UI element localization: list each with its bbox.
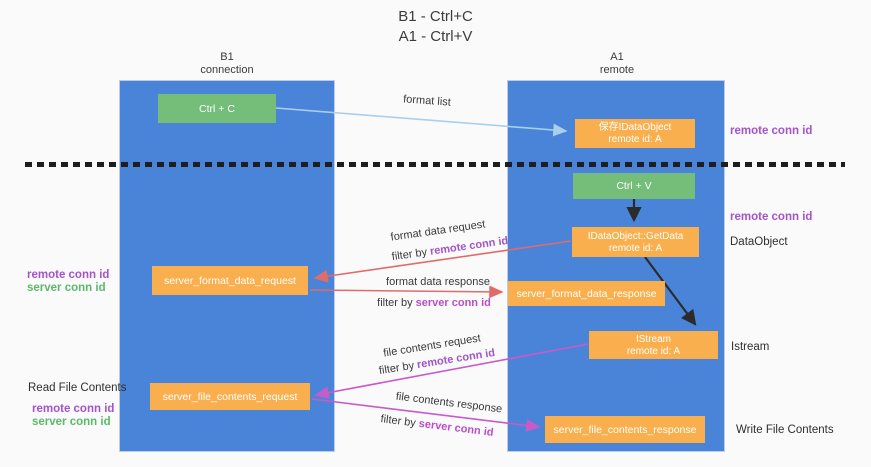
read-file-contents-label: Read File Contents	[28, 382, 127, 394]
getdata-line1: IDataObject::GetData	[587, 230, 684, 242]
remote-conn-id-label-left-2: remote conn id	[32, 403, 115, 415]
file-contents-response-label: file contents response	[395, 390, 503, 416]
lifeline-a1-name: A1	[610, 51, 624, 63]
title-line-2: A1 - Ctrl+V	[398, 28, 473, 45]
idataobject-getdata-box: IDataObject::GetData remote id: A	[572, 227, 699, 257]
server-conn-id-highlight: server conn id	[415, 297, 491, 309]
save-idataobject-line1: 保存IDataObject	[598, 122, 672, 133]
server-file-contents-request-box: server_file_contents_request	[150, 383, 310, 410]
diagram-title: B1 - Ctrl+C A1 - Ctrl+V	[0, 7, 871, 47]
save-idataobject-box: 保存IDataObject remote id: A	[575, 119, 695, 148]
server-format-data-response-box: server_format_data_response	[508, 281, 665, 306]
lifeline-header-b1: B1 connection	[200, 51, 253, 77]
lifeline-a1-role: remote	[599, 64, 635, 76]
filter-by-text: filter by	[377, 297, 416, 309]
server-conn-id-label-left-1: server conn id	[27, 282, 106, 294]
filter-by-server-conn-id-label-2: filter by server conn id	[380, 413, 494, 439]
istream-label: Istream	[731, 341, 770, 353]
dataobject-label: DataObject	[730, 236, 788, 248]
filter-by-text: filter by	[391, 245, 431, 264]
istream-line2: remote id: A	[626, 345, 681, 357]
format-data-response-label: format data response	[386, 276, 490, 288]
phase-divider-dashed-line	[25, 162, 845, 167]
format-list-label: format list	[402, 93, 452, 109]
istream-line1: IStream	[635, 333, 671, 345]
write-file-contents-label: Write File Contents	[736, 424, 834, 436]
server-format-data-request-box: server_format_data_request	[152, 266, 308, 295]
lifeline-b1-name: B1	[220, 51, 234, 63]
remote-conn-id-label-top-right: remote conn id	[730, 125, 813, 137]
server-conn-id-highlight: server conn id	[418, 417, 495, 439]
remote-conn-id-highlight: remote conn id	[429, 234, 509, 258]
save-idataobject-line2: remote id: A	[608, 134, 662, 145]
title-line-1: B1 - Ctrl+C	[398, 8, 473, 25]
ctrl-c-box: Ctrl + C	[158, 94, 276, 123]
server-file-contents-response-box: server_file_contents_response	[545, 416, 705, 443]
lifeline-b1-role: connection	[200, 64, 254, 76]
filter-by-text: filter by	[378, 359, 419, 378]
ctrl-v-box: Ctrl + V	[573, 173, 695, 199]
lifeline-header-a1: A1 remote	[600, 51, 634, 77]
remote-conn-id-label-left-1: remote conn id	[27, 269, 110, 281]
filter-by-server-conn-id-label-1: filter by server conn id	[377, 297, 491, 309]
istream-box: IStream remote id: A	[589, 331, 718, 359]
remote-conn-id-label-mid-right: remote conn id	[730, 211, 813, 223]
filter-by-text: filter by	[379, 413, 420, 430]
arrow-format-data-response	[309, 285, 504, 299]
server-conn-id-label-left-2: server conn id	[32, 416, 111, 428]
getdata-line2: remote id: A	[608, 242, 663, 254]
